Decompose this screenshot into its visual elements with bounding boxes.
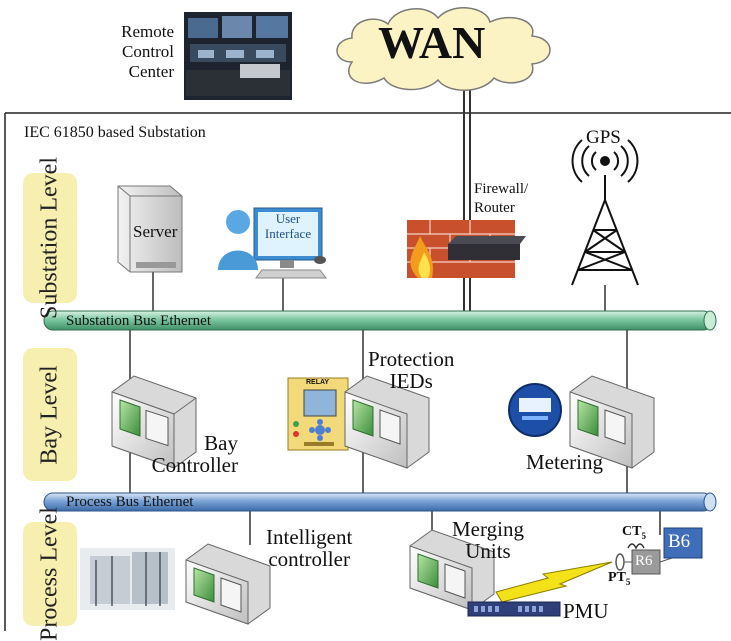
pmu-device bbox=[467, 601, 561, 617]
relay-device bbox=[287, 377, 349, 451]
remote-label-line1: Remote bbox=[121, 22, 174, 41]
substation-bus-cylinder bbox=[43, 310, 717, 331]
intelligent-line2: controller bbox=[268, 547, 350, 571]
protection-line1: Protection bbox=[368, 347, 455, 371]
bay-controller-label: Bay Controller bbox=[140, 432, 238, 476]
protection-line2: IEDs bbox=[389, 369, 433, 393]
pt-text: PT bbox=[608, 570, 626, 585]
ct-subscript: 5 bbox=[641, 530, 646, 541]
pmu-label: PMU bbox=[563, 599, 609, 623]
firewall-line1: Firewall/ bbox=[474, 181, 529, 197]
merging-unit-device bbox=[409, 529, 495, 611]
gps-tower bbox=[571, 139, 639, 286]
firewall-router-label: Firewall/ Router bbox=[474, 180, 528, 218]
substation-title: IEC 61850 based Substation bbox=[24, 124, 206, 141]
merging-line2: Units bbox=[465, 539, 511, 563]
b6-box bbox=[663, 527, 703, 559]
gps-label: GPS bbox=[586, 127, 621, 148]
user-interface-line2: Interface bbox=[264, 226, 312, 241]
metering-label: Metering bbox=[526, 450, 603, 474]
protection-ieds-label: Protection IEDs bbox=[368, 348, 454, 392]
substation-level-box: Substation Level bbox=[23, 157, 77, 319]
process-bus-cylinder bbox=[43, 492, 717, 512]
intelligent-line1: Intelligent bbox=[266, 525, 353, 549]
user-interface-label: User Interface bbox=[258, 211, 318, 241]
wan-label: WAN bbox=[378, 17, 486, 68]
ct-pt-assembly bbox=[615, 543, 673, 575]
merging-line1: Merging bbox=[452, 517, 524, 541]
firewall-line2: Router bbox=[474, 200, 515, 216]
process-bus-label: Process Bus Ethernet bbox=[66, 494, 194, 510]
pt-subscript: 5 bbox=[625, 576, 631, 587]
ct-text: CT bbox=[622, 524, 642, 539]
ct-label: CT5 bbox=[622, 524, 646, 541]
remote-label-line2: Control bbox=[122, 42, 174, 61]
process-level-box: Process Level bbox=[23, 507, 77, 641]
substation-bus-label: Substation Bus Ethernet bbox=[66, 313, 211, 329]
relay-label: RELAY bbox=[306, 379, 330, 386]
metering-ied-device bbox=[569, 375, 655, 469]
firewall-graphic bbox=[407, 220, 526, 278]
bay-level-box: Bay Level bbox=[23, 348, 77, 481]
merging-units-label: Merging Units bbox=[452, 518, 524, 562]
bay-controller-line1: Bay bbox=[204, 431, 238, 455]
bay-level-label: Bay Level bbox=[36, 364, 63, 465]
server-tower bbox=[117, 185, 183, 273]
protection-ied-device bbox=[344, 375, 430, 469]
switchgear-photo bbox=[80, 548, 175, 610]
pt-label: PT5 bbox=[608, 570, 630, 587]
substation-level-label: Substation Level bbox=[36, 157, 63, 319]
intelligent-controller-device bbox=[185, 543, 271, 625]
user-interface-line1: User bbox=[275, 211, 301, 226]
user-interface-graphic bbox=[218, 207, 327, 279]
process-level-label: Process Level bbox=[36, 507, 63, 641]
remote-label-line3: Center bbox=[128, 62, 174, 81]
bay-controller-device bbox=[111, 375, 197, 469]
intelligent-controller-label: Intelligent controller bbox=[266, 526, 352, 570]
control-room-photo bbox=[184, 12, 292, 100]
bay-controller-line2: Controller bbox=[151, 453, 238, 477]
r6-label: R6 bbox=[635, 553, 653, 569]
lightning-bolt bbox=[495, 561, 613, 603]
server-label: Server bbox=[133, 222, 178, 241]
b6-label: B6 bbox=[668, 531, 691, 552]
meter-device bbox=[508, 383, 562, 437]
remote-control-center-label: Remote Control Center bbox=[108, 22, 174, 82]
wan-cloud-shape bbox=[336, 7, 551, 91]
